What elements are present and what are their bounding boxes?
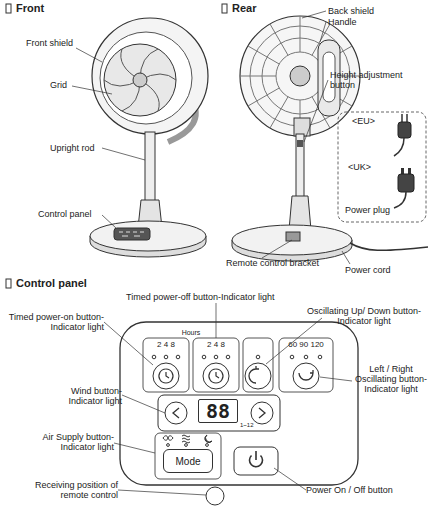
chevron <box>173 408 179 418</box>
part-label: Receiving position of remote control <box>6 480 118 500</box>
section-glyph <box>6 4 11 13</box>
natural-wind-icon <box>163 436 173 441</box>
part-label: Grid <box>50 80 90 90</box>
button-group <box>193 338 239 392</box>
indicator-dot <box>290 355 294 359</box>
part-label: Power plug <box>345 205 417 215</box>
power-icon <box>250 451 263 467</box>
part-label: Remote control bracket <box>226 258 346 268</box>
grid-spiral <box>104 49 176 111</box>
panel-keys <box>119 232 144 236</box>
timer-values: 2 4 8 <box>143 341 189 350</box>
power-cord <box>350 243 428 250</box>
power-button <box>234 447 278 475</box>
uk-pin <box>401 168 404 174</box>
eu-pins <box>402 114 407 122</box>
indicator-dots <box>152 355 322 359</box>
indicator-dot <box>256 355 260 359</box>
indicator-dot <box>318 355 322 359</box>
button-group <box>279 338 333 392</box>
button-label: Power On / Off button <box>306 485 426 495</box>
clock-icon <box>159 369 173 383</box>
grid <box>104 44 176 116</box>
angle-values: 60 90 120 <box>279 341 333 350</box>
normal-wind-icon <box>182 435 190 443</box>
uk-plug <box>398 174 414 192</box>
uk-pin <box>408 168 411 174</box>
timer-on-button <box>153 363 179 389</box>
indicator-dot <box>185 444 188 447</box>
indicator-dot <box>206 444 209 447</box>
sleep-icon <box>205 435 212 443</box>
button-label: Timed power-on button-Indicator light <box>6 312 104 332</box>
clock-icon <box>209 369 223 383</box>
section-glyph <box>6 279 11 288</box>
height-button <box>297 140 303 147</box>
speed-range: 1~12 <box>240 422 266 429</box>
leader-lines <box>72 11 350 264</box>
remote-receiver <box>206 487 224 505</box>
part-label: Height adjustment button <box>330 70 416 90</box>
grill-ring <box>276 52 324 100</box>
control-panel-outline <box>120 322 358 485</box>
rear-hub <box>290 66 310 86</box>
button-label: Left / Right Oscillating button-Indicato… <box>352 364 430 394</box>
display-frame <box>158 395 280 431</box>
eu-cord <box>394 138 404 156</box>
leftright-icon <box>299 370 313 380</box>
air-supply-group <box>155 433 221 479</box>
wind-down-button <box>165 402 187 424</box>
upright-rod <box>145 132 155 202</box>
fan-hub <box>133 73 147 87</box>
part-label: Control panel <box>38 209 108 219</box>
indicator-dot <box>214 355 218 359</box>
front-shield <box>92 18 208 134</box>
node-text: 88 <box>206 399 230 423</box>
indicator-dot <box>167 444 170 447</box>
part-label: Front shield <box>26 38 106 48</box>
button-label: Air Supply button-Indicator light <box>14 432 114 452</box>
button-group <box>143 338 189 392</box>
wind-up-button <box>251 402 273 424</box>
section-heading: Control panel <box>16 277 126 289</box>
indicator-dot <box>152 355 156 359</box>
timer-off-button <box>203 363 229 389</box>
plug-type: <EU> <box>352 116 386 126</box>
button-label: Timed power-off button-Indicator light <box>126 292 336 302</box>
oscillate-leftright-button <box>293 363 319 389</box>
updown-icon <box>249 366 259 383</box>
section-heading: Front <box>16 2 76 14</box>
chevron <box>259 408 265 418</box>
part-label: Handle <box>328 17 418 27</box>
node-text: Mode <box>175 456 200 467</box>
button-label: Oscillating Up/ Down button-Indicator li… <box>300 306 428 326</box>
shield-ring <box>100 32 192 124</box>
uk-cord <box>394 192 406 208</box>
plug-frame <box>338 112 426 222</box>
part-label: Back shield <box>328 6 418 16</box>
leader-lines <box>104 303 352 495</box>
indicator-dot <box>202 355 206 359</box>
indicator-dot <box>176 355 180 359</box>
button-group <box>243 338 273 392</box>
indicator-dot <box>164 355 168 359</box>
mode-button: Mode <box>163 449 213 473</box>
indicator-dot <box>226 355 230 359</box>
indicator-dot <box>304 355 308 359</box>
remote-bracket <box>286 232 300 241</box>
mini-control-panel <box>114 228 150 240</box>
part-label: Power cord <box>345 265 417 275</box>
section-glyph <box>222 4 227 13</box>
base <box>90 221 206 251</box>
timer-values: 2 4 8 <box>193 341 239 350</box>
part-label: Upright rod <box>50 143 120 153</box>
unit-label: Hours <box>171 329 211 337</box>
eu-plug <box>398 122 411 138</box>
oscillate-updown-button <box>245 363 271 389</box>
lcd-display: 88 <box>198 399 238 423</box>
button-label: Wind button-Indicator light <box>40 386 122 406</box>
plug-type: <UK> <box>348 162 382 172</box>
section-heading: Rear <box>232 2 292 14</box>
